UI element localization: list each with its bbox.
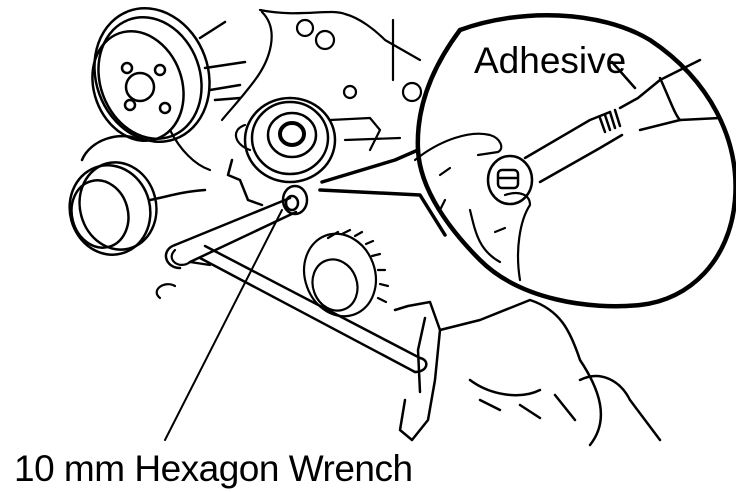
inset-bolt xyxy=(486,108,624,206)
hex-wrench-label: 10 mm Hexagon Wrench xyxy=(14,448,413,489)
timing-gear xyxy=(303,228,390,318)
lower-pulley xyxy=(68,134,207,256)
magnifier-inset xyxy=(318,13,736,309)
adhesive-tube xyxy=(610,58,722,132)
hex-wrench xyxy=(164,196,428,374)
engine-block xyxy=(155,8,423,300)
idler-pulley xyxy=(226,96,337,207)
inset-hands xyxy=(413,132,532,282)
lower-hand xyxy=(393,298,662,447)
upper-pulley xyxy=(91,7,247,143)
wrench-leader-line xyxy=(164,209,283,441)
adhesive-label: Adhesive xyxy=(474,40,627,81)
